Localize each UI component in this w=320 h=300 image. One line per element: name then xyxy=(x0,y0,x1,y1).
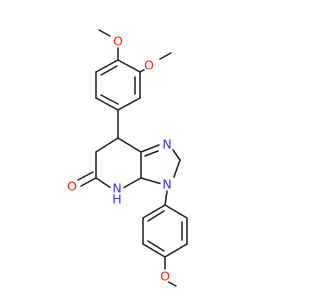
bond xyxy=(172,149,181,161)
bond xyxy=(164,190,168,206)
atom-label-background xyxy=(160,137,174,151)
bond xyxy=(122,177,142,189)
bond xyxy=(140,144,160,153)
atom-label-nitrogen: N xyxy=(162,177,171,192)
bond xyxy=(95,177,112,189)
atom-label-oxygen: O xyxy=(67,179,77,194)
bond xyxy=(164,204,188,219)
atom-label-background xyxy=(142,58,156,72)
atom-label-background xyxy=(65,179,79,193)
atom-label-background xyxy=(160,177,174,191)
bond xyxy=(142,243,166,258)
atom-label-oxygen: O xyxy=(113,34,123,49)
bond xyxy=(100,94,119,105)
bond xyxy=(77,171,94,181)
bond xyxy=(147,240,165,252)
bond xyxy=(80,177,97,187)
bond xyxy=(164,243,188,258)
atom-label-nitrogen: N xyxy=(162,137,171,152)
atom-label-nitrogen: H xyxy=(112,192,121,207)
bond xyxy=(147,210,165,222)
atom-label-background xyxy=(110,181,124,195)
atom-label-background xyxy=(110,192,124,206)
bond xyxy=(100,65,118,76)
bond xyxy=(142,204,166,219)
bond xyxy=(95,59,119,73)
atom-label-oxygen: O xyxy=(144,58,154,73)
bond xyxy=(117,137,142,153)
atom-label-nitrogen: N xyxy=(112,181,121,196)
bond xyxy=(144,150,159,157)
atom-label-oxygen: O xyxy=(160,269,170,284)
bond xyxy=(140,177,163,185)
bond xyxy=(98,29,111,37)
bond xyxy=(117,59,141,73)
bond xyxy=(117,97,141,111)
atom-label-background xyxy=(111,34,125,48)
atom-label-background xyxy=(158,269,172,283)
bond xyxy=(159,52,172,60)
bond-layer xyxy=(77,29,188,287)
bond xyxy=(95,97,119,111)
bond xyxy=(95,137,119,153)
bond xyxy=(173,159,181,178)
